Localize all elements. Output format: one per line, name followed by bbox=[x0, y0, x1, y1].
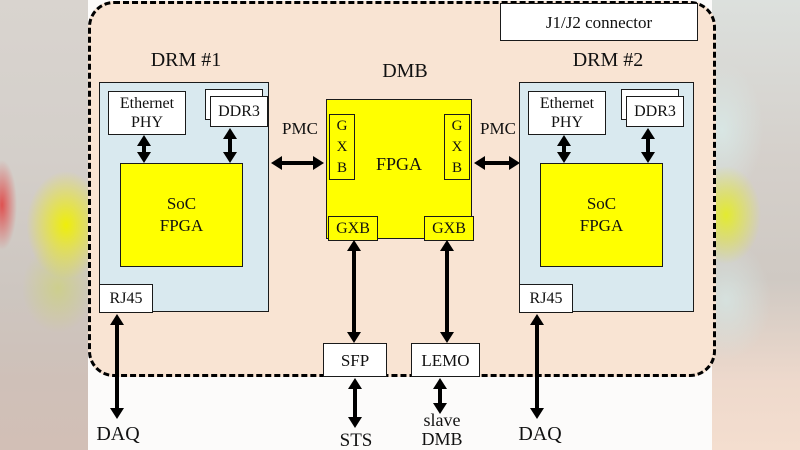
dmb-gxb-bottom-right-box: GXB bbox=[424, 216, 474, 241]
dmb-fpga-label: FPGA bbox=[375, 154, 423, 174]
pmc-right-label: PMC bbox=[480, 119, 516, 138]
daq-left-label: DAQ bbox=[96, 423, 140, 445]
slave-dmb-line1: slave bbox=[423, 410, 461, 430]
sfp-box: SFP bbox=[323, 343, 387, 377]
drm1-ddr3-soc-arrow bbox=[223, 128, 237, 163]
drm2-ethernet-phy-line1: Ethernet bbox=[539, 95, 595, 112]
drm2-ethernet-phy-line2: PHY bbox=[550, 114, 583, 131]
drm1-ethernet-phy-box: Ethernet PHY bbox=[108, 91, 186, 135]
sts-label: STS bbox=[339, 430, 373, 450]
pmc-right-arrow bbox=[474, 156, 520, 170]
drm1-title: DRM #1 bbox=[150, 49, 222, 71]
drm2-ethernet-phy-box: Ethernet PHY bbox=[528, 91, 606, 135]
gxb-letter: B bbox=[336, 160, 347, 176]
gxb-label: GXB bbox=[336, 219, 370, 237]
dmb-gxb-right-box: G X B bbox=[444, 114, 470, 180]
dmb-gxb-left-box: G X B bbox=[329, 114, 355, 180]
drm1-ethernet-soc-arrow bbox=[137, 135, 151, 163]
gxb-letter: G bbox=[451, 118, 463, 134]
drm1-daq-arrow bbox=[110, 314, 124, 419]
dmb-gxb-bottom-left-box: GXB bbox=[328, 216, 378, 241]
gxb-letter: X bbox=[451, 139, 463, 155]
drm2-ddr3-soc-arrow bbox=[641, 128, 655, 163]
slave-dmb-label: slave DMB bbox=[413, 411, 471, 449]
drm2-rj45-box: RJ45 bbox=[519, 284, 573, 313]
gxb-sfp-arrow bbox=[347, 240, 361, 343]
background-blur-left bbox=[0, 0, 88, 450]
drm2-daq-arrow bbox=[530, 314, 544, 419]
pmc-left-arrow bbox=[271, 156, 324, 170]
sfp-label: SFP bbox=[340, 350, 370, 370]
drm2-title: DRM #2 bbox=[572, 49, 644, 71]
drm1-soc-fpga-line1: SoC bbox=[166, 194, 197, 213]
drm2-soc-fpga-line2: FPGA bbox=[579, 216, 624, 235]
drm1-rj45-label: RJ45 bbox=[109, 290, 143, 307]
gxb-letter: B bbox=[451, 160, 462, 176]
j1j2-connector-label: J1/J2 connector bbox=[545, 12, 653, 32]
slave-dmb-line2: DMB bbox=[421, 429, 463, 449]
background-blur-right bbox=[712, 0, 800, 450]
lemo-box: LEMO bbox=[411, 343, 480, 377]
gxb-letter: G bbox=[336, 118, 348, 134]
drm2-soc-fpga-line1: SoC bbox=[586, 194, 617, 213]
lemo-slave-arrow bbox=[433, 378, 447, 414]
dmb-title: DMB bbox=[382, 60, 428, 82]
gxb-label: GXB bbox=[432, 219, 466, 237]
lemo-label: LEMO bbox=[421, 350, 470, 370]
gxb-letter: X bbox=[336, 139, 348, 155]
drm2-ethernet-soc-arrow bbox=[557, 135, 571, 163]
gxb-lemo-arrow bbox=[440, 240, 454, 343]
drm2-ddr3-box: DDR3 bbox=[626, 96, 684, 127]
drm1-ethernet-phy-line2: PHY bbox=[130, 114, 163, 131]
drm1-soc-fpga-box: SoC FPGA bbox=[120, 163, 243, 267]
daq-right-label: DAQ bbox=[518, 423, 562, 445]
sfp-sts-arrow bbox=[348, 378, 362, 428]
pmc-left-label: PMC bbox=[282, 119, 318, 138]
j1j2-connector-box: J1/J2 connector bbox=[500, 3, 698, 41]
drm1-ddr3-box: DDR3 bbox=[210, 96, 268, 127]
drm2-soc-fpga-box: SoC FPGA bbox=[540, 163, 663, 267]
drm1-ddr3-label: DDR3 bbox=[218, 103, 260, 120]
drm2-ddr3-label: DDR3 bbox=[634, 103, 676, 120]
drm1-ethernet-phy-line1: Ethernet bbox=[119, 95, 175, 112]
drm1-soc-fpga-line2: FPGA bbox=[159, 216, 204, 235]
drm1-rj45-box: RJ45 bbox=[99, 284, 153, 313]
drm2-rj45-label: RJ45 bbox=[529, 290, 563, 307]
